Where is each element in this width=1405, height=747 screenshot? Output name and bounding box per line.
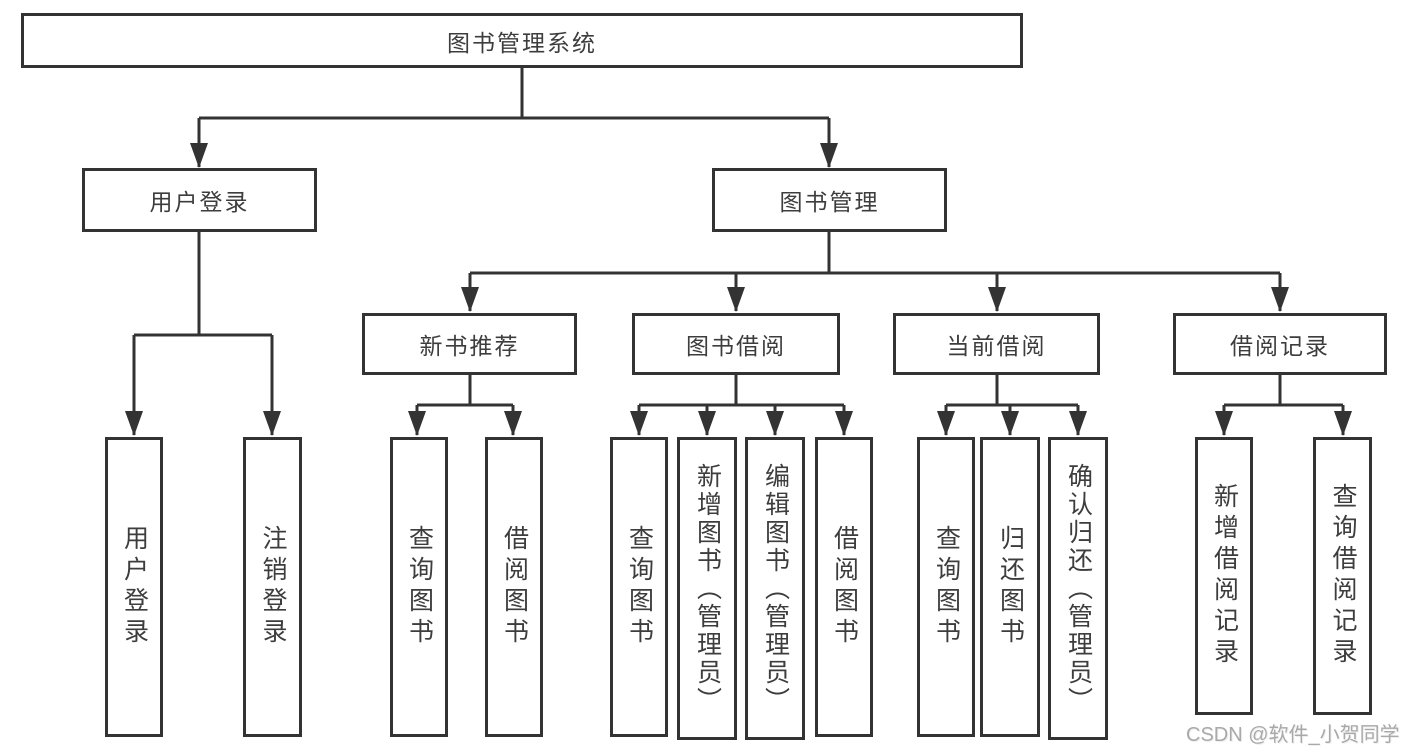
node-library-management-system: 图书管理系统	[21, 13, 1023, 68]
leaf-query-books-current: 查询图书	[917, 437, 975, 737]
leaf-query-books-recommend: 查询图书	[390, 437, 448, 737]
leaf-query-borrow-record: 查询借阅记录	[1313, 437, 1372, 715]
node-new-book-recommend: 新书推荐	[362, 313, 577, 375]
node-user-login: 用户登录	[82, 168, 317, 232]
node-book-management: 图书管理	[712, 168, 947, 232]
leaf-confirm-return-admin: 确认归还（管理员）	[1048, 437, 1108, 740]
leaf-add-borrow-record: 新增借阅记录	[1195, 437, 1253, 715]
leaf-add-books-admin: 新增图书（管理员）	[677, 437, 737, 740]
leaf-return-books: 归还图书	[980, 437, 1040, 737]
leaf-query-books-borrow: 查询图书	[610, 437, 668, 737]
node-book-borrow: 图书借阅	[632, 313, 840, 375]
leaf-edit-books-admin: 编辑图书（管理员）	[745, 437, 805, 740]
csdn-watermark: CSDN @软件_小贺同学	[1186, 724, 1400, 746]
leaf-borrow-books: 借阅图书	[815, 437, 873, 737]
leaf-logout: 注销登录	[243, 437, 302, 737]
leaf-user-login: 用户登录	[105, 437, 163, 737]
leaf-borrow-books-recommend: 借阅图书	[485, 437, 543, 737]
node-current-borrow: 当前借阅	[893, 313, 1100, 375]
node-borrow-records: 借阅记录	[1173, 313, 1387, 375]
